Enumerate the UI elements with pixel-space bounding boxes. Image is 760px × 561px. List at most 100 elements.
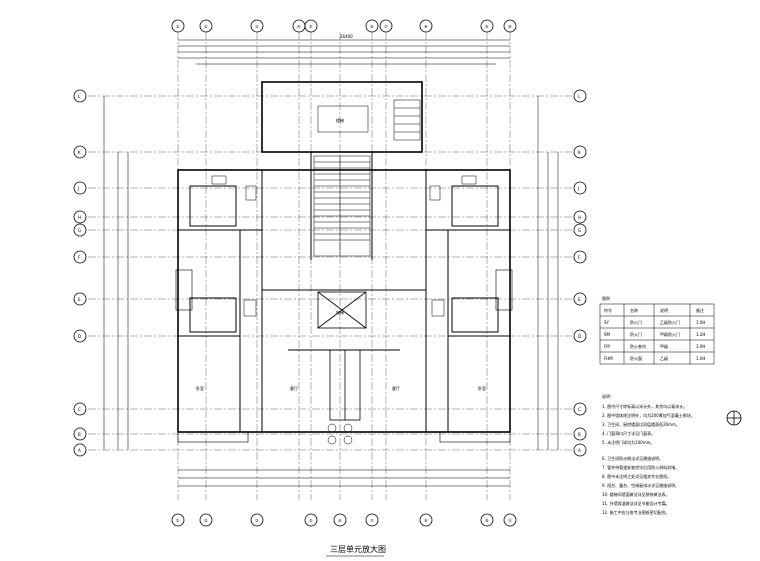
- stair: [313, 155, 371, 257]
- top-stair-label: 楼梯: [336, 117, 344, 123]
- legend-cell: 1.0H: [696, 320, 705, 325]
- legend-header: 符号: [604, 307, 612, 313]
- legend-cell: 防火门: [630, 319, 642, 325]
- legend-cell: 3.0H: [696, 344, 705, 349]
- legend-header: 备注: [696, 307, 704, 313]
- room-label: 客厅: [392, 385, 400, 391]
- legend-cell: 乙级: [660, 355, 668, 361]
- right-axis-label: E: [578, 297, 581, 302]
- bottom-axis-label: ⑥: [338, 518, 342, 523]
- bottom-axis-label: ⑩: [485, 518, 489, 523]
- right-axis-label: C: [578, 407, 581, 412]
- note-item: 5. 未注明门垛均为100mm。: [602, 439, 655, 445]
- bottom-axis-label: ②: [204, 518, 208, 523]
- top-axis-label: ②: [204, 24, 208, 29]
- top-axis-label: ⑩: [508, 24, 512, 29]
- side-axis-bubbles: [73, 89, 587, 457]
- fixtures: [211, 175, 477, 445]
- right-axis-label: K: [578, 150, 581, 155]
- bottom-axis-label: ⑨: [424, 518, 428, 523]
- bottom-axis-label: ③: [255, 518, 259, 523]
- lift-label: 电梯: [336, 309, 344, 315]
- legend-cell: FM: [604, 344, 610, 349]
- right-axis-label: L: [578, 94, 581, 99]
- legend-cell: 乙级防火门: [660, 319, 680, 325]
- exterior-walls: [177, 81, 511, 433]
- legend-cell: 1.2H: [696, 332, 705, 337]
- legend-title: 图例: [602, 295, 610, 301]
- left-axis-label: K: [78, 150, 81, 155]
- note-item: 1. 图中尺寸除标高以米计外，其余均以毫米计。: [602, 403, 687, 409]
- left-axis-label: B: [78, 432, 81, 437]
- note-item: 11. 外墙保温做法详见节能设计专篇。: [602, 500, 670, 506]
- notes-heading: 说明：: [602, 393, 614, 399]
- right-axis-label: A: [578, 448, 581, 453]
- balconies: [175, 269, 513, 443]
- legend-cell: 甲级防火门: [660, 331, 680, 337]
- notes-block: 说明： 1. 图中尺寸除标高以米计外，其余均以毫米计。 2. 图中墙体除注明外，…: [602, 393, 695, 515]
- note-item: 3. 卫生间、厨房楼面比同层楼面低20mm。: [602, 421, 680, 427]
- note-item: 8. 图中未注明之处详见相关专业图纸。: [602, 473, 671, 479]
- sheet-title: 三层单元放大图: [330, 544, 386, 554]
- legend-cell: SM: [604, 332, 611, 337]
- left-axis-label: E: [78, 297, 81, 302]
- legend-cell: 甲级: [660, 343, 668, 349]
- legend-table: 图例 符号 名称 说明 备注 SY 防火门 乙级防火门 1.0H SM 防火门 …: [599, 295, 715, 365]
- overall-dimension: 26400: [340, 34, 353, 39]
- top-stair: [317, 99, 421, 141]
- right-axis-label: H: [578, 215, 581, 220]
- room-label: 卧室: [478, 385, 486, 391]
- legend-cell: FHM: [604, 356, 613, 361]
- left-axis-label: A: [78, 448, 81, 453]
- legend-cell: SY: [604, 320, 610, 325]
- left-axis-label: J: [77, 186, 79, 191]
- vertical-grid-lines: [177, 32, 511, 500]
- note-item: 10. 楼梯间墙面做法详见装修做法表。: [602, 491, 670, 497]
- right-axis-label: J: [577, 186, 579, 191]
- top-axis-label: ①: [176, 24, 180, 29]
- top-axis-labels: [171, 19, 517, 33]
- lift-shaft: [317, 291, 367, 421]
- note-item: 6. 卫生间防水做法详见建施说明。: [602, 455, 663, 461]
- left-axis-label: F: [78, 255, 81, 260]
- top-axis-label: ⑨: [485, 24, 489, 29]
- top-dimension-lines: [178, 39, 510, 65]
- legend-cell: 防火窗: [630, 355, 642, 361]
- left-axis-label: D: [78, 334, 81, 339]
- top-axis-label: ⑤: [309, 24, 313, 29]
- bottom-dimension-lines: [178, 469, 510, 487]
- bottom-axis-label: ⑪: [508, 517, 512, 523]
- note-item: 4. 门窗洞口尺寸详见门窗表。: [602, 430, 655, 436]
- left-axis-label: G: [78, 228, 81, 233]
- right-axis-label: B: [578, 432, 581, 437]
- right-axis-label: D: [578, 334, 581, 339]
- side-dimension-lines: [103, 96, 559, 450]
- top-axis-label: ③: [255, 24, 259, 29]
- room-label: 卧室: [196, 385, 204, 391]
- note-item: 2. 图中墙体除注明外，均为200厚加气混凝土砌块。: [602, 412, 695, 418]
- top-axis-label: ④: [297, 24, 301, 29]
- bottom-axis-label: ⑦: [370, 518, 374, 523]
- bottom-axis-label: ⑤: [309, 518, 313, 523]
- left-axis-label: L: [78, 94, 81, 99]
- top-axis-label: ⑥: [370, 24, 374, 29]
- left-axis-label: H: [78, 215, 81, 220]
- room-label: 客厅: [290, 385, 298, 391]
- top-axis-label: ⑧: [424, 24, 428, 29]
- legend-header: 名称: [630, 307, 638, 313]
- right-axis-label: G: [578, 228, 581, 233]
- left-axis-label: C: [78, 407, 81, 412]
- note-item: 9. 阳台、露台、空调板排水详见建施说明。: [602, 482, 679, 488]
- north-arrow-icon: [726, 410, 742, 426]
- legend-header: 说明: [660, 307, 668, 313]
- right-axis-label: F: [578, 255, 581, 260]
- bottom-axis-label: ①: [176, 518, 180, 523]
- legend-cell: 1.0H: [696, 356, 705, 361]
- note-item: 7. 管井待管道安装完毕后用防火材料封堵。: [602, 464, 679, 470]
- note-item: 12. 施工中应与各专业图纸密切配合。: [602, 509, 670, 515]
- legend-cell: 防火门: [630, 331, 642, 337]
- bottom-axis-bubbles: [171, 513, 517, 527]
- legend-cell: 防火卷帘: [630, 343, 646, 349]
- top-axis-label: ⑦: [384, 24, 388, 29]
